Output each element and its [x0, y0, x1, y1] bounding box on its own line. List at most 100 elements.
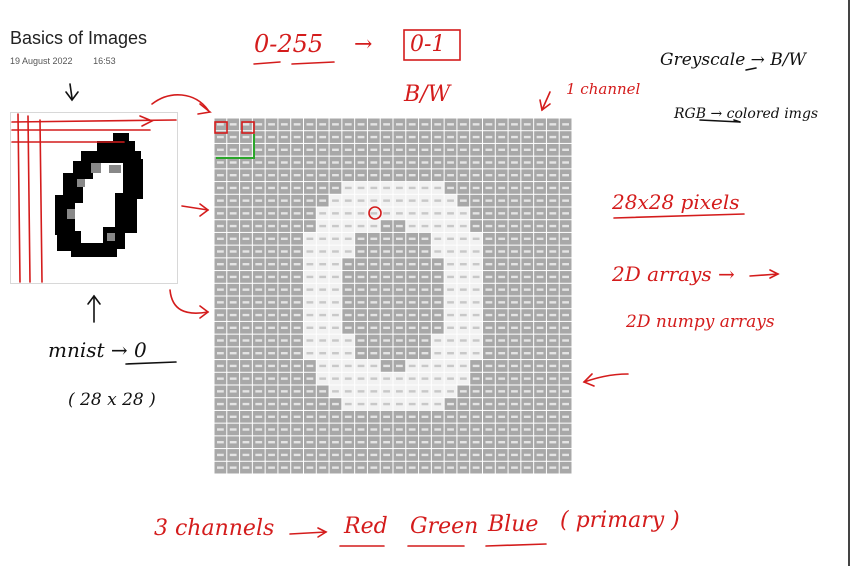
pixel-cell-glyph — [562, 161, 569, 164]
pixel-cell-glyph — [549, 390, 557, 393]
pixel-cell-glyph — [549, 250, 557, 253]
pixel-cell-glyph — [280, 402, 288, 406]
pixel-cell-glyph — [383, 453, 390, 457]
pixel-cell-glyph — [485, 390, 493, 393]
pixel-cell-glyph — [217, 364, 224, 368]
pixel-cell-glyph — [357, 237, 365, 240]
pixel-cell-glyph — [536, 275, 544, 279]
pixel-cell-glyph — [229, 199, 237, 202]
pixel-cell-glyph — [344, 402, 352, 406]
pixel-cell-glyph — [293, 263, 301, 266]
pixel-cell-glyph — [242, 364, 250, 368]
pixel-cell-glyph — [498, 364, 506, 368]
pixel-cell-glyph — [357, 250, 365, 253]
pixel-cell-glyph — [421, 199, 429, 202]
pixel-cell-glyph — [447, 123, 454, 126]
pixel-cell-glyph — [459, 352, 467, 355]
pixel-cell-glyph — [217, 161, 224, 164]
pixel-cell-glyph — [370, 161, 378, 164]
pixel-cell-glyph — [434, 199, 442, 202]
pixel-cell-glyph — [498, 263, 506, 266]
pixel-cell-glyph — [357, 224, 365, 228]
pixel-cell-glyph — [472, 466, 480, 469]
pixel-cell-glyph — [370, 313, 378, 317]
pixel-cell-glyph — [229, 148, 237, 151]
pixel-cell-glyph — [536, 377, 544, 380]
pixel-cell-glyph — [242, 135, 250, 139]
pixel-cell-glyph — [459, 275, 467, 279]
pixel-cell-glyph — [408, 415, 416, 418]
pixel-cell-glyph — [562, 186, 569, 190]
pixel-cell-glyph — [255, 250, 263, 253]
pixel-cell-glyph — [396, 237, 403, 240]
pixel-cell-glyph — [549, 186, 557, 190]
pixel-cell-glyph — [511, 123, 518, 126]
pixel-cell-glyph — [255, 441, 263, 444]
pixel-cell-glyph — [242, 453, 250, 457]
annotation-primary: ( primary ) — [560, 508, 680, 533]
pixel-cell-glyph — [344, 466, 352, 469]
pixel-cell-glyph — [306, 212, 314, 215]
pixel-cell-glyph — [421, 135, 429, 139]
pixel-cell-glyph — [293, 161, 301, 164]
pixel-cell-glyph — [498, 148, 506, 151]
pixel-cell-glyph — [472, 352, 480, 355]
pixel-cell-glyph — [434, 402, 442, 406]
pixel-cell-glyph — [421, 313, 429, 317]
pixel-cell-glyph — [472, 301, 480, 304]
pixel-cell-glyph — [357, 212, 365, 215]
pixel-cell-glyph — [421, 466, 429, 469]
pixel-cell-glyph — [421, 301, 429, 304]
pixel-cell-glyph — [396, 428, 403, 431]
pixel-cell-glyph — [459, 174, 467, 177]
pixel-cell-glyph — [408, 250, 416, 253]
pixel-cell-glyph — [306, 415, 314, 418]
pixel-cell-glyph — [421, 250, 429, 253]
pixel-cell-glyph — [293, 390, 301, 393]
pixel-cell-glyph — [498, 466, 506, 469]
pixel-cell-glyph — [447, 441, 454, 444]
pixel-cell-glyph — [370, 224, 378, 228]
pixel-cell-glyph — [562, 237, 569, 240]
pixel-cell-glyph — [408, 135, 416, 139]
pixel-cell-glyph — [229, 135, 237, 139]
pixel-cell-glyph — [472, 288, 480, 291]
pixel-cell-glyph — [472, 199, 480, 202]
pixel-cell-glyph — [280, 224, 288, 228]
pixel-cell-glyph — [536, 313, 544, 317]
pixel-cell-glyph — [344, 326, 352, 329]
pixel-cell-glyph — [357, 390, 365, 393]
pixel-cell-glyph — [319, 415, 327, 418]
pixel-cell-glyph — [447, 288, 454, 291]
pixel-cell-glyph — [396, 377, 403, 380]
pixel-cell-glyph — [370, 301, 378, 304]
pixel-cell-glyph — [396, 415, 403, 418]
pixel-cell-glyph — [255, 415, 263, 418]
pixel-cell-glyph — [447, 339, 454, 342]
pixel-cell-glyph — [357, 453, 365, 457]
pixel-cell-glyph — [383, 390, 390, 393]
pixel-cell-glyph — [293, 123, 301, 126]
pixel-cell-glyph — [472, 263, 480, 266]
pixel-cell-glyph — [319, 275, 327, 279]
pixel-cell-glyph — [268, 250, 275, 253]
pixel-cell-glyph — [319, 250, 327, 253]
pixel-cell-glyph — [229, 224, 237, 228]
pixel-cell-glyph — [511, 453, 518, 457]
pixel-cell-glyph — [549, 288, 557, 291]
pixel-cell-glyph — [511, 377, 518, 380]
pixel-cell-glyph — [511, 250, 518, 253]
pixel-cell-glyph — [421, 237, 429, 240]
annotation-greyscale: Greyscale → B/W — [660, 50, 806, 70]
pixel-cell-glyph — [562, 135, 569, 139]
pixel-cell-glyph — [408, 352, 416, 355]
pixel-cell-glyph — [306, 441, 314, 444]
pixel-cell-glyph — [306, 186, 314, 190]
pixel-cell-glyph — [472, 441, 480, 444]
pixel-cell-glyph — [217, 428, 224, 431]
pixel-cell-glyph — [370, 263, 378, 266]
annotation-arrow: → — [354, 32, 373, 57]
pixel-cell-glyph — [498, 415, 506, 418]
pixel-cell-glyph — [472, 326, 480, 329]
pixel-cell-glyph — [536, 466, 544, 469]
